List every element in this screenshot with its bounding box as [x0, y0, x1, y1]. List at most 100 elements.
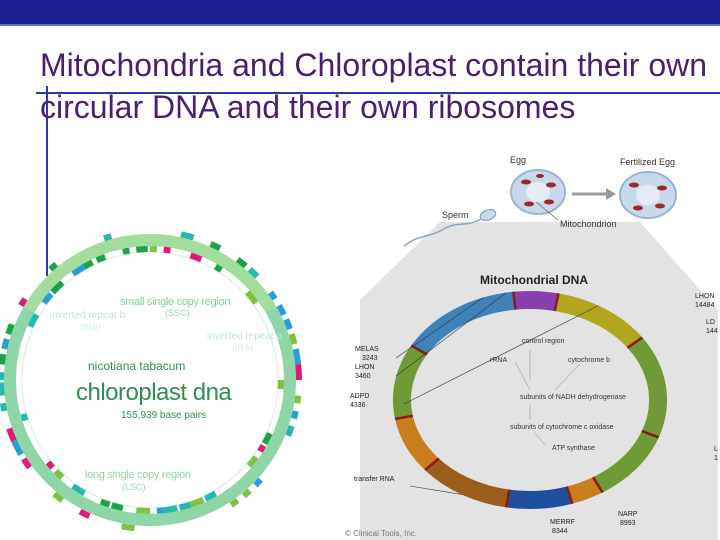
cp-gene-mark — [276, 303, 287, 317]
cp-gene-mark — [95, 254, 107, 264]
egg-nucleus — [526, 182, 550, 202]
mito-ring-segment — [393, 344, 427, 420]
cp-gene-mark — [45, 460, 55, 470]
cp-gene-mark — [189, 252, 203, 263]
cp-gene-mark — [0, 402, 8, 412]
lhon-label: LHON — [355, 364, 374, 371]
cp-gene-mark — [257, 444, 267, 453]
copyright-label: © Clinical Tools, Inc. — [345, 529, 417, 538]
egg-mitochondrion — [546, 182, 556, 188]
fertilized-egg-mitochondrion — [633, 205, 643, 211]
mitochondrion-label: Mitochondrion — [560, 219, 617, 229]
mito-ring-segment — [395, 415, 439, 471]
l-right-position: 1 — [714, 455, 718, 462]
cp-gene-mark — [6, 427, 17, 442]
mito-pointer-line — [409, 485, 462, 495]
egg-mitochondrion — [521, 179, 531, 185]
chloroplast-gene-marks — [0, 231, 303, 532]
cp-gene-mark — [204, 490, 218, 502]
cp-gene-mark — [11, 439, 24, 457]
cp-ir-a-label: inverted repeat a — [207, 331, 282, 342]
mitochondrial-dna-figure: Egg Fertilized Egg Sperm Mitochondrion M… — [345, 155, 718, 540]
mito-ring-segment — [513, 290, 559, 312]
mito-trna-stripe — [504, 489, 511, 508]
cp-gene-mark — [261, 432, 273, 445]
cp-gene-mark — [1, 338, 10, 350]
cp-gene-mark — [178, 501, 192, 511]
narp-label: NARP — [618, 511, 638, 518]
cp-gene-mark — [78, 508, 91, 519]
arrow-head-icon — [606, 188, 616, 200]
cp-gene-mark — [18, 297, 28, 307]
egg-mitochondrion — [524, 201, 534, 207]
cp-gene-mark — [295, 364, 303, 381]
cp-gene-mark — [48, 261, 59, 272]
fertilized-egg-nucleus — [636, 185, 660, 205]
narp-position: 8993 — [620, 520, 636, 527]
cp-gene-mark — [83, 259, 94, 270]
cp-gene-mark — [288, 333, 298, 345]
cp-gene-mark — [99, 498, 111, 508]
ld-position: 144 — [706, 328, 718, 335]
control-region-label: control region — [522, 338, 565, 345]
cp-gene-mark — [283, 318, 293, 331]
mito-trna-stripe — [394, 414, 414, 421]
transfer-rna-label: transfer RNA — [354, 476, 395, 483]
mito-ring-segment — [411, 291, 516, 356]
mito-trna-stripe — [553, 293, 560, 312]
cp-gene-mark — [27, 312, 40, 328]
atp-synthase-label: ATP synthase — [552, 445, 595, 452]
cp-gene-mark — [0, 353, 7, 365]
mito-trna-stripe — [626, 336, 643, 349]
melas-position: 3243 — [362, 355, 378, 362]
ld-label: LD — [706, 319, 715, 326]
mitochondrial-ring — [393, 290, 668, 509]
mito-ring-segment — [554, 293, 642, 349]
cp-small-region-code: (SSC) — [165, 308, 190, 318]
cp-gene-mark — [268, 290, 278, 301]
adpd-position: 4336 — [350, 402, 366, 409]
mito-ring-segment — [567, 476, 602, 504]
lhon-position: 3460 — [355, 373, 371, 380]
cp-gene-mark — [135, 507, 151, 515]
cp-gene-mark — [235, 257, 248, 269]
fertilized-egg-mitochondrion — [655, 203, 665, 209]
cp-gene-mark — [135, 246, 148, 253]
cp-gene-mark — [71, 263, 87, 277]
title-bar — [0, 0, 720, 24]
fertilized-egg-label: Fertilized Egg — [620, 157, 675, 167]
cp-gene-mark — [53, 468, 65, 480]
cp-gene-mark — [122, 247, 131, 255]
cp-small-region-label: small single copy region — [120, 296, 230, 308]
cp-gene-mark — [20, 413, 29, 422]
cp-gene-mark — [214, 263, 223, 273]
cp-size-label: 155,939 base pairs — [121, 410, 206, 421]
cp-gene-mark — [71, 483, 87, 497]
mito-trna-stripe — [565, 486, 574, 505]
cp-gene-mark — [247, 267, 260, 279]
mito-ring-segment — [593, 336, 668, 493]
cp-gene-mark — [241, 488, 252, 499]
merrf-position: 8344 — [552, 528, 568, 535]
mito-pointer-line — [395, 297, 484, 359]
cp-gene-mark — [189, 496, 205, 508]
cp-ir-a-code: (IRA) — [232, 343, 253, 353]
cp-gene-mark — [52, 491, 65, 503]
nadh-label: subunits of NADH dehydrogenase — [520, 394, 626, 401]
mito-trna-stripe — [512, 291, 517, 310]
mito-trna-stripe — [410, 344, 428, 356]
cp-large-region-label: long single copy region — [85, 469, 191, 481]
cp-gene-mark — [229, 498, 240, 508]
cp-gene-mark — [209, 241, 222, 252]
cytochrome-b-label: cytochrome b — [568, 357, 610, 364]
cp-gene-mark — [294, 395, 302, 404]
adpd-label: ADPD — [350, 393, 369, 400]
title-bar-underline — [0, 24, 720, 26]
lhon-right-position: 14484 — [695, 302, 715, 309]
chloroplast-ring — [4, 234, 296, 526]
mito-pointer-line — [403, 305, 599, 405]
cp-gene-mark — [156, 507, 164, 514]
cp-gene-mark — [290, 410, 299, 420]
cyt-c-oxidase-label: subunits of cytochrome c oxidase — [510, 424, 614, 431]
cp-gene-mark — [21, 457, 32, 470]
